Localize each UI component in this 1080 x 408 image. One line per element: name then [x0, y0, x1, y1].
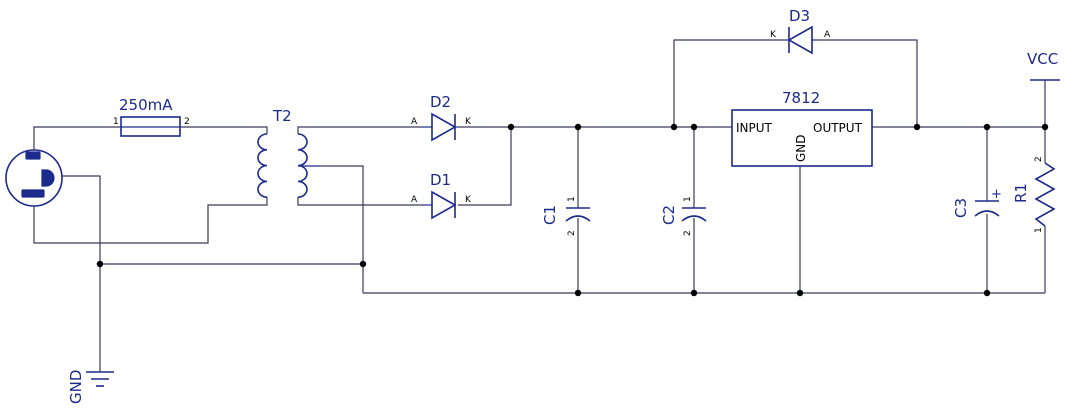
- vcc-label: VCC: [1027, 50, 1058, 68]
- regulator-part: 7812: [782, 89, 820, 107]
- regulator-output-pin: OUTPUT: [813, 121, 863, 135]
- c2-pin-1: 1: [683, 196, 693, 202]
- diode-icon: [422, 190, 457, 220]
- r1-pin-2: 2: [1034, 156, 1044, 162]
- wire-outlet-to-fuse: [33, 126, 121, 150]
- d2-anode: A: [411, 117, 418, 127]
- junction: [359, 260, 367, 268]
- junction-nodes: [96, 123, 1049, 297]
- fuse-pin-1: 1: [113, 117, 119, 127]
- d3-anode: A: [824, 30, 831, 40]
- d1-anode: A: [411, 195, 418, 205]
- c1-pin-1: 1: [567, 196, 577, 202]
- wires: [33, 39, 1046, 372]
- capacitor-icon: [565, 207, 591, 222]
- regulator-icon: [731, 109, 873, 167]
- junction: [983, 123, 991, 131]
- fuse-pin-2: 2: [184, 117, 190, 127]
- junction: [913, 123, 921, 131]
- polarized-capacitor-icon: [974, 200, 1000, 217]
- regulator-gnd-pin: GND: [794, 134, 808, 162]
- ac-outlet-icon: [5, 149, 63, 207]
- transformer-ref: T2: [272, 107, 292, 125]
- wire-d1-rail: [458, 127, 512, 206]
- d1-ref: D1: [430, 171, 451, 189]
- d3-cathode: K: [770, 30, 777, 40]
- wire-fuse-to-primary: [180, 126, 268, 134]
- c3-plus: +: [991, 187, 1002, 202]
- junction: [574, 123, 582, 131]
- c1-ref: C1: [541, 205, 559, 225]
- d3-ref: D3: [789, 7, 810, 25]
- fuse-icon: [120, 116, 181, 137]
- regulator-input-pin: INPUT: [736, 121, 773, 135]
- wire-d3-right: [818, 39, 918, 127]
- wire-center-tap: [320, 165, 364, 293]
- capacitor-icon: [681, 207, 707, 222]
- wire-earth: [62, 175, 101, 372]
- diode-icon: [784, 25, 818, 55]
- r1-pin-1: 1: [1034, 227, 1044, 233]
- junction: [690, 123, 698, 131]
- d1-cathode: K: [465, 195, 472, 205]
- wire-secondary-bottom: [297, 197, 422, 206]
- junction: [574, 289, 582, 297]
- resistor-icon: [1034, 162, 1056, 227]
- junction: [983, 289, 991, 297]
- junction: [507, 123, 515, 131]
- d2-cathode: K: [465, 117, 472, 127]
- c2-ref: C2: [660, 205, 678, 225]
- wire-d3-left: [673, 39, 784, 127]
- junction: [670, 123, 678, 131]
- r1-ref: R1: [1012, 183, 1030, 203]
- gnd-label: GND: [67, 370, 85, 404]
- junction: [96, 260, 104, 268]
- wire-primary-return: [33, 197, 268, 244]
- d2-ref: D2: [430, 93, 451, 111]
- transformer-icon: [257, 133, 320, 198]
- fuse-value: 250mA: [119, 96, 173, 114]
- diode-icon: [422, 112, 458, 142]
- ground-icon: [86, 371, 114, 387]
- c3-ref: C3: [952, 198, 970, 218]
- junction: [690, 289, 698, 297]
- wire-secondary-top: [297, 126, 422, 134]
- junction: [1041, 123, 1049, 131]
- c2-pin-2: 2: [683, 230, 693, 236]
- junction: [796, 289, 804, 297]
- c1-pin-2: 2: [567, 230, 577, 236]
